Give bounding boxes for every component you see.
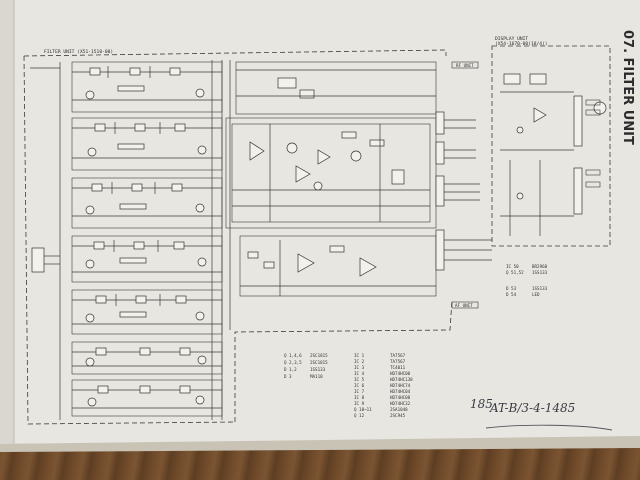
svg-text:1SS133: 1SS133 <box>532 286 548 291</box>
filter-band-row-4 <box>71 235 223 283</box>
svg-text:2SA1048: 2SA1048 <box>390 407 408 412</box>
center-switching-section <box>225 61 437 297</box>
svg-text:HD74HC138: HD74HC138 <box>390 377 413 382</box>
filter-band-row-1 <box>71 61 223 113</box>
svg-text:IC 50: IC 50 <box>506 264 519 269</box>
svg-text:MA110: MA110 <box>310 374 323 379</box>
filter-unit-frame-left <box>23 55 236 425</box>
svg-text:1SS133: 1SS133 <box>532 270 548 275</box>
filter-band-row-3 <box>71 177 223 229</box>
svg-text:IC 7: IC 7 <box>354 389 365 394</box>
svg-text:Q 51,52: Q 51,52 <box>506 270 524 275</box>
svg-text:D 54: D 54 <box>506 292 517 297</box>
svg-text:D 3: D 3 <box>284 374 292 379</box>
svg-text:Q 10~11: Q 10~11 <box>354 407 372 412</box>
svg-text:TA7567: TA7567 <box>390 359 406 364</box>
svg-text:1SS133: 1SS133 <box>310 367 326 372</box>
svg-text:IC 2: IC 2 <box>354 359 365 364</box>
svg-text:IC 3: IC 3 <box>354 365 365 370</box>
rf-unit-note: RF UNIT <box>456 63 474 68</box>
handwritten-note: AT-B/3-4-1485 <box>489 401 575 415</box>
display-unit-label-1: DISPLAY UNIT <box>495 36 528 42</box>
filter-band-row-6 <box>71 341 223 375</box>
svg-text:IC 8: IC 8 <box>354 395 365 400</box>
handwritten-margin-mark: 185 <box>470 397 493 411</box>
svg-text:IC 5: IC 5 <box>354 377 365 382</box>
svg-text:Q 1,4,6: Q 1,4,6 <box>284 353 302 358</box>
af-unit-note: AF UNIT <box>455 303 473 308</box>
side-title: 07. FILTER UNIT <box>620 30 635 145</box>
svg-text:IC 4: IC 4 <box>354 371 365 376</box>
connector-cn1 <box>435 111 445 135</box>
svg-text:BR2960: BR2960 <box>532 264 548 269</box>
display-legend: IC 50 Q 51,52 D 53 D 54 BR2960 1SS133 1S… <box>506 264 548 297</box>
connector-cn2 <box>435 141 445 165</box>
svg-text:TC4011: TC4011 <box>390 365 406 370</box>
input-connector <box>31 247 45 273</box>
svg-text:Q 12: Q 12 <box>354 413 365 418</box>
connector-cn4 <box>435 229 445 271</box>
svg-text:LED: LED <box>532 292 540 297</box>
svg-text:TA7567: TA7567 <box>390 353 406 358</box>
svg-text:HD74HC00: HD74HC00 <box>390 371 411 376</box>
svg-text:IC 1: IC 1 <box>354 353 365 358</box>
svg-text:IC 6: IC 6 <box>354 383 365 388</box>
display-unit-label-2: (X54-1670-00(18/4)) <box>495 41 548 47</box>
svg-text:HD74HC04: HD74HC04 <box>390 389 411 394</box>
svg-text:HD74HC74: HD74HC74 <box>390 383 411 388</box>
svg-text:D 53: D 53 <box>506 286 517 291</box>
filter-unit-frame-right <box>234 299 453 422</box>
filter-unit-frame-top <box>23 49 447 57</box>
paper-margin-left <box>0 0 14 446</box>
svg-text:D 1,2: D 1,2 <box>284 367 297 372</box>
filter-band-row-7 <box>71 379 223 417</box>
connector-cn3 <box>435 175 445 207</box>
parts-legend: Q 1,4,6 Q 2,3,5 D 1,2 D 3 2SC1815 2SC181… <box>284 353 413 418</box>
display-unit-frame <box>491 45 611 247</box>
svg-text:Q 2,3,5: Q 2,3,5 <box>284 360 302 365</box>
svg-text:HD74HC32: HD74HC32 <box>390 401 411 406</box>
svg-text:2SC945: 2SC945 <box>390 413 406 418</box>
svg-text:2SC1815: 2SC1815 <box>310 353 328 358</box>
svg-text:IC 9: IC 9 <box>354 401 365 406</box>
svg-text:HD74HC08: HD74HC08 <box>390 395 411 400</box>
filter-unit-label: FILTER UNIT (X51-1510-00) <box>44 49 113 55</box>
svg-text:2SC1815: 2SC1815 <box>310 360 328 365</box>
display-unit-internals <box>500 73 607 236</box>
